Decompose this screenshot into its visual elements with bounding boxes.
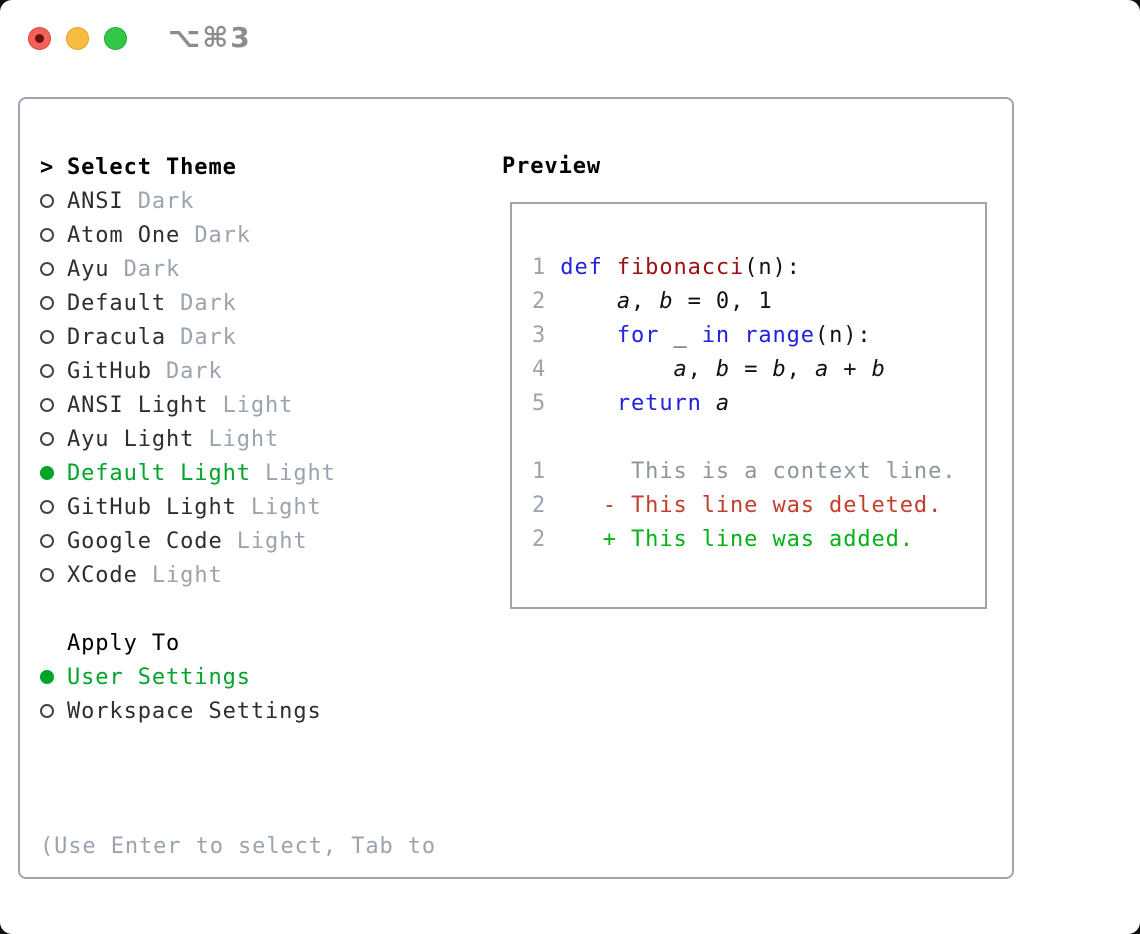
option-label: GitHub [67,358,152,384]
option-variant-label: Dark [109,256,181,282]
radio-icon [40,194,54,208]
apply-option-workspace-settings[interactable]: Workspace Settings [40,694,436,728]
option-variant-label: Light [194,426,280,452]
option-variant-label: Dark [166,324,237,350]
option-label: Workspace Settings [67,698,322,724]
radio-icon [40,296,54,310]
marker-slot [40,670,67,684]
option-label: GitHub Light [67,494,237,520]
theme-option-default[interactable]: Default Dark [40,286,436,320]
preview-code: 1 def fibonacci(n): 2 a, b = 0, 1 3 for _ … [512,204,985,557]
theme-option-dracula[interactable]: Dracula Dark [40,320,436,354]
option-label: Atom One [67,222,181,248]
apply-to-list: User Settings Workspace Settings [40,660,436,728]
option-label: Ayu [67,256,110,282]
apply-option-user-settings[interactable]: User Settings [40,660,436,694]
radio-icon [40,330,54,344]
radio-icon [40,228,54,242]
theme-option-github-light[interactable]: GitHub Light Light [40,490,436,524]
theme-option-ayu[interactable]: Ayu Dark [40,252,436,286]
marker-slot [40,262,67,276]
theme-list: ANSI Dark Atom One Dark Ayu Dark Default… [40,184,436,592]
marker-slot [40,398,67,412]
marker-slot [40,466,67,480]
apply-to-heading: Apply To [40,626,436,660]
radio-icon [40,500,54,514]
option-variant-label: Dark [151,358,223,384]
code-line: 5 return a [532,391,731,416]
option-variant-label: Dark [166,290,237,316]
preview-heading: Preview [502,154,602,179]
code-line: 1 def fibonacci(n): [532,255,801,280]
option-variant-label: Light [137,562,223,588]
option-label: Ayu Light [67,426,195,452]
radio-icon [40,432,54,446]
code-line: 4 a, b = b, a + b [532,357,886,382]
theme-option-ansi-light[interactable]: ANSI Light Light [40,388,436,422]
theme-option-default-light[interactable]: Default Light Light [40,456,436,490]
marker-slot [40,228,67,242]
marker-slot [40,364,67,378]
marker-slot [40,534,67,548]
option-variant-label: Light [236,494,322,520]
option-label: User Settings [67,664,251,690]
radio-icon [40,398,54,412]
theme-option-atom-one[interactable]: Atom One Dark [40,218,436,252]
close-button[interactable] [28,27,51,50]
option-label: XCode [67,562,138,588]
marker-slot [40,194,67,208]
option-label: ANSI Light [67,392,209,418]
code-line [532,421,985,455]
radio-icon [40,568,54,582]
option-variant-label: Light [250,460,336,486]
radio-icon [40,670,54,684]
spacer [40,728,436,762]
apply-to-label: Apply To [67,630,181,656]
marker-slot [40,296,67,310]
code-line: 3 for _ in range(n): [532,323,872,348]
preview-box: 1 def fibonacci(n): 2 a, b = 0, 1 3 for _ … [510,202,987,609]
select-theme-label: Select Theme [67,154,237,180]
traffic-lights [28,27,127,50]
code-line: 2 a, b = 0, 1 [532,289,773,314]
radio-icon [40,534,54,548]
marker-slot [40,568,67,582]
window-shortcut-label: ⌥⌘3 [168,21,252,54]
left-column: > Select Theme ANSI Dark Atom One Dark A… [40,150,436,934]
theme-option-github[interactable]: GitHub Dark [40,354,436,388]
marker-slot [40,330,67,344]
option-label: ANSI [67,188,124,214]
minimize-button[interactable] [66,27,89,50]
select-theme-heading: > Select Theme [40,150,436,184]
theme-picker-panel: > Select Theme ANSI Dark Atom One Dark A… [18,97,1014,879]
hint-line-1: (Use Enter to select, Tab to [40,834,437,859]
radio-icon [40,364,54,378]
option-label: Default Light [67,460,251,486]
cursor-arrow-icon: > [40,154,55,180]
option-variant-label: Dark [180,222,251,248]
marker-slot [40,500,67,514]
theme-option-ayu-light[interactable]: Ayu Light Light [40,422,436,456]
option-variant-label: Light [222,528,308,554]
theme-option-xcode[interactable]: XCode Light [40,558,436,592]
zoom-button[interactable] [104,27,127,50]
option-label: Default [67,290,167,316]
marker-slot [40,432,67,446]
code-line: 2 - This line was deleted. [532,493,943,518]
theme-option-ansi[interactable]: ANSI Dark [40,184,436,218]
option-label: Dracula [67,324,167,350]
spacer [40,592,436,626]
option-variant-label: Light [208,392,294,418]
marker-slot [40,704,67,718]
option-variant-label: Dark [123,188,195,214]
radio-icon [40,262,54,276]
code-line: 1 This is a context line. [532,459,957,484]
radio-icon [40,466,54,480]
option-label: Google Code [67,528,223,554]
code-line: 2 + This line was added. [532,527,914,552]
radio-icon [40,704,54,718]
theme-option-google-code[interactable]: Google Code Light [40,524,436,558]
hint-text: (Use Enter to select, Tab to change focu… [40,762,436,934]
